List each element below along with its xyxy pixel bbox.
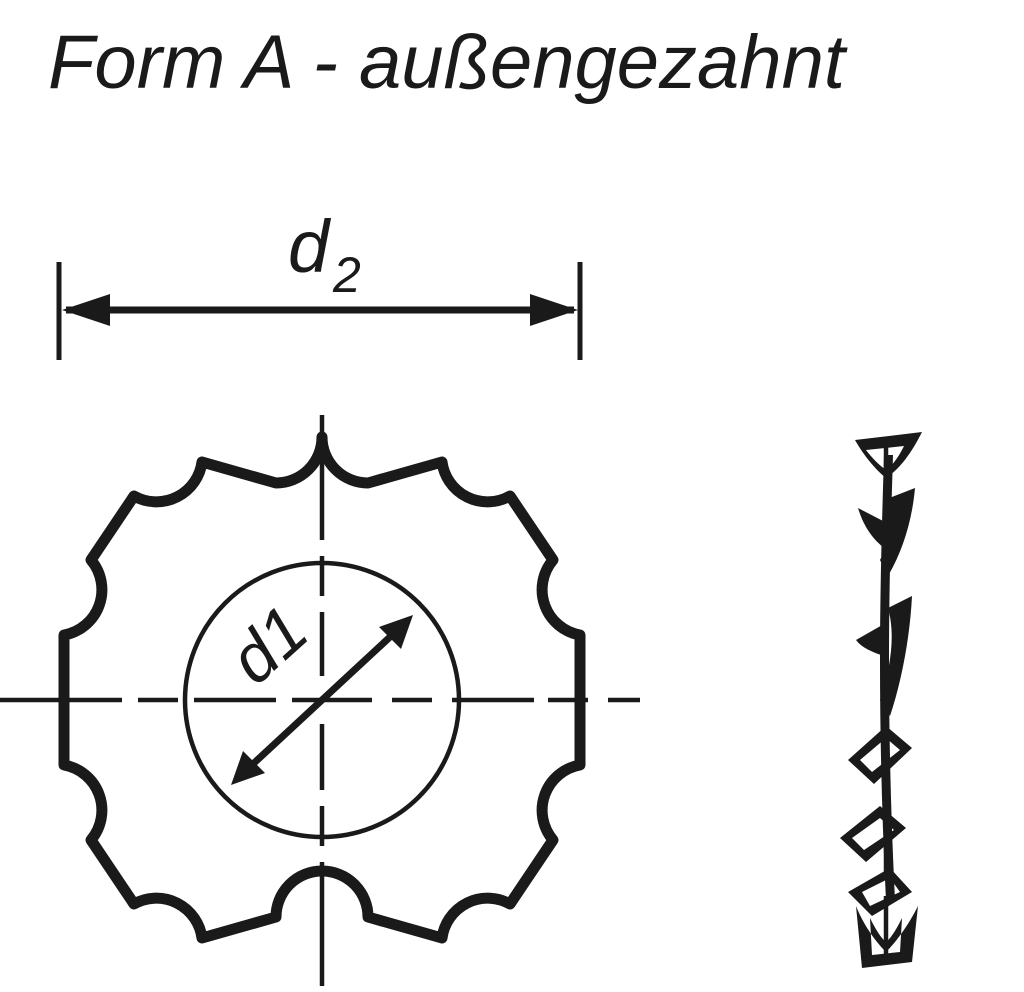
gear-outer-profile bbox=[58, 431, 586, 944]
d1-label-group: d1 bbox=[215, 591, 322, 698]
side-view-tooth-5 bbox=[840, 806, 906, 862]
toothed-lock-washer-front-view bbox=[58, 431, 586, 944]
d1-arrowhead-lower-left bbox=[231, 751, 265, 785]
d1-dimension-line bbox=[237, 621, 407, 779]
side-view-tooth-bottom bbox=[856, 906, 918, 968]
d1-dimension-group: d1 bbox=[215, 591, 413, 785]
d1-arrowhead-upper-right bbox=[379, 615, 413, 649]
d2-arrowhead-left bbox=[62, 294, 110, 326]
d2-label-symbol: d bbox=[288, 205, 332, 288]
d2-arrowhead-right bbox=[530, 294, 578, 326]
toothed-lock-washer-side-view bbox=[840, 432, 922, 968]
d1-label-text: d1 bbox=[215, 591, 322, 698]
side-view-tooth-6 bbox=[848, 868, 912, 916]
d2-label-subscript: 2 bbox=[332, 247, 361, 303]
side-view-tooth-3-left bbox=[856, 624, 884, 656]
side-view-tooth-3 bbox=[880, 596, 912, 716]
bore-circle bbox=[182, 560, 462, 840]
side-view-tooth-top bbox=[855, 432, 922, 478]
side-view-tooth-2 bbox=[880, 488, 915, 576]
d2-dimension-group: d 2 bbox=[56, 205, 583, 360]
side-view-tooth-2-left bbox=[858, 508, 885, 548]
side-view-tooth-4 bbox=[848, 726, 912, 784]
page-title: Form A - außengezahnt bbox=[48, 20, 848, 105]
